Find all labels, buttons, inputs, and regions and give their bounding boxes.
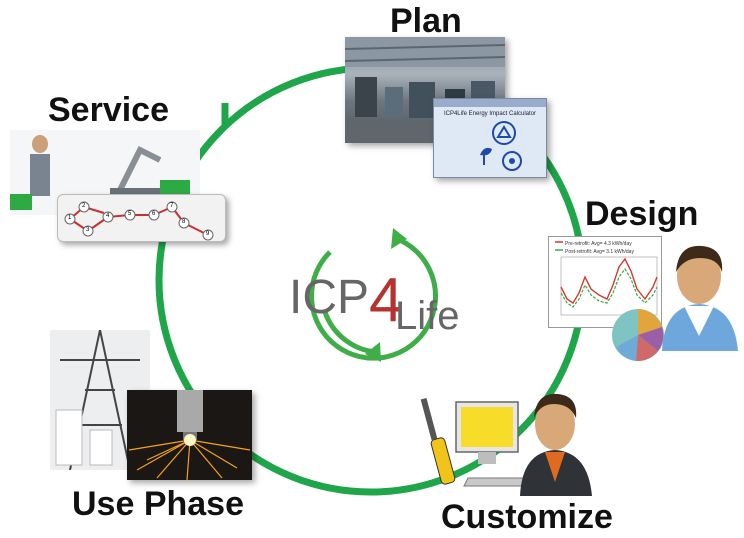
flow-node-label: 8 [182,219,186,225]
energy-line-chart [555,241,658,316]
designer-person-icon [662,245,738,351]
plan-calculator-window: ICP4Life Energy Impact Calculator [433,98,547,178]
flow-node-label: 2 [82,203,86,209]
service-flow-panel: 1 2 3 4 5 6 7 8 9 [57,194,226,242]
plant-icon [480,147,492,156]
flow-node-label: 6 [152,211,156,217]
customize-workstation-illustration [420,393,592,496]
process-flow-diagram [64,201,214,241]
factory-floor-illustration [345,37,505,143]
chart-legend-post: Post-retrofit: Avg= 3.1 kWh/day [565,249,634,255]
laser-cutting-photo [127,390,252,480]
flow-node-label: 3 [86,227,90,233]
logo-part1: ICP [289,271,370,324]
plan-factory-photo [345,37,505,143]
phase-label-plan: Plan [390,2,462,40]
icp4life-logo: ICP4 Life [285,222,485,367]
computer-monitor-icon [455,401,533,487]
pie-chart-icon [612,309,664,362]
logo-part2: Life [395,294,460,338]
worker-figure-icon [30,135,50,196]
recycle-icon [480,121,522,171]
chart-legend-pre: Pre-retrofit: Avg= 4.3 kWh/day [565,241,632,247]
pre-retrofit-line [560,257,658,304]
flow-node-label: 4 [106,213,110,219]
flow-node-label: 1 [68,215,72,221]
flow-node-label: 9 [206,231,210,237]
flow-node-label: 5 [128,211,132,217]
calculator-titlebar [434,99,546,107]
logo-digit: 4 [369,266,404,335]
phase-label-customize: Customize [441,498,613,536]
flow-node-label: 7 [170,203,174,209]
calculator-title: ICP4Life Energy Impact Calculator [443,111,537,117]
phase-label-design: Design [585,195,699,233]
logo-circular-arrow-icon [309,228,438,362]
phase-label-service: Service [48,91,169,129]
post-retrofit-line [560,267,658,308]
screwdriver-icon [420,397,456,485]
robot-arm-icon [110,145,170,196]
sparks-illustration [128,390,251,480]
customizer-person-icon [520,393,592,496]
logo-text: ICP4 [289,262,404,332]
phase-label-use-phase: Use Phase [72,485,244,523]
